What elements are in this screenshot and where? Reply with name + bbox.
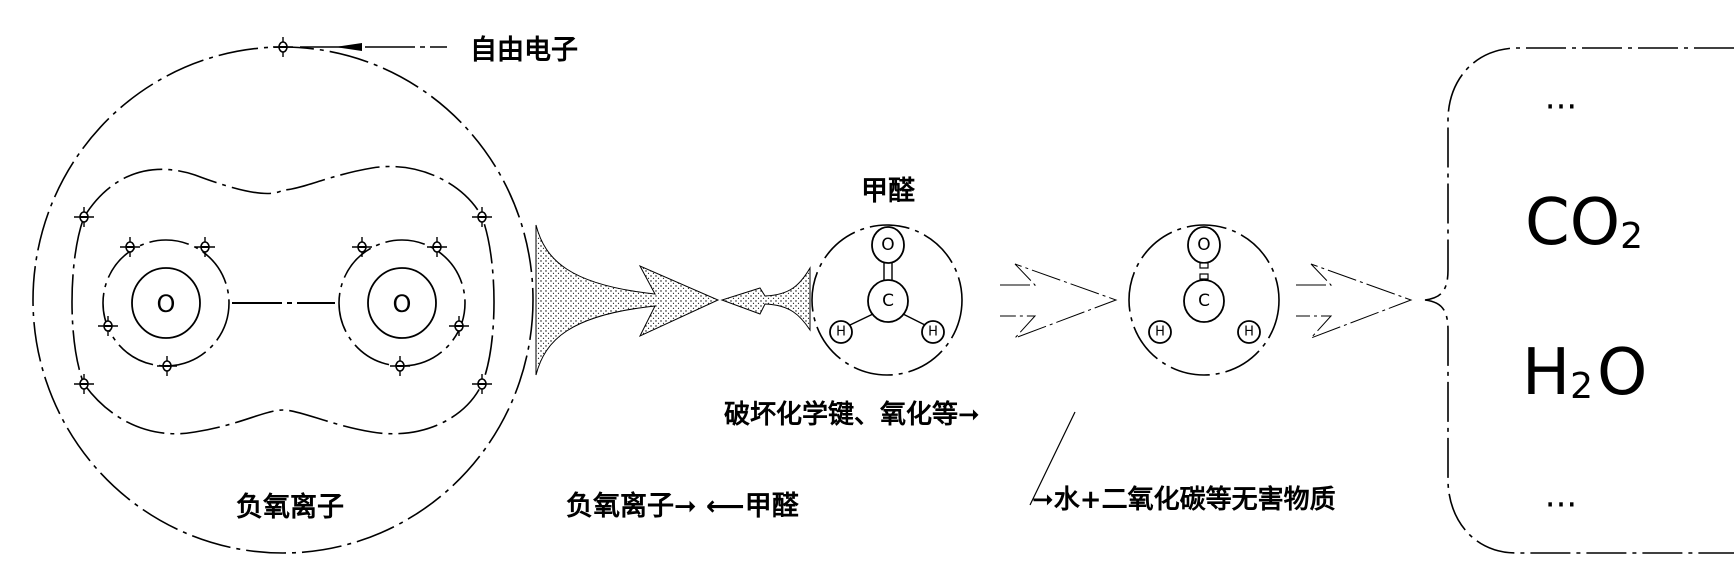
oxygen-atom-left: O xyxy=(102,239,230,367)
carbon-symbol: C xyxy=(1198,291,1210,311)
oxygen-symbol: O xyxy=(881,235,894,255)
broken-formaldehyde-molecule: O C H H xyxy=(1128,224,1280,376)
h2o-subscript: 2 xyxy=(1570,366,1593,407)
formaldehyde-arrow xyxy=(720,266,811,332)
h2o-formula: H2O xyxy=(1522,336,1647,410)
break-bonds-caption: 破坏化学键、氧化等➞ xyxy=(724,399,980,430)
process-arrow-1 xyxy=(1000,263,1118,339)
electron-icon xyxy=(97,315,119,337)
process-arrow-2 xyxy=(1296,263,1413,339)
electron-icon xyxy=(471,373,493,395)
formaldehyde-label: 甲醛 xyxy=(861,176,916,207)
electrons xyxy=(73,36,493,395)
oxygen-atom-right: O xyxy=(338,239,466,367)
outer-orbit xyxy=(32,46,534,554)
co2-formula: CO2 xyxy=(1525,186,1643,260)
products-brace xyxy=(1424,47,1734,554)
free-electron-pointer xyxy=(300,43,447,51)
electron-icon xyxy=(73,373,95,395)
electron-icon xyxy=(351,236,373,258)
negative-oxygen-ion-label: 负氧离子 xyxy=(236,491,344,523)
oxygen-symbol: O xyxy=(157,290,176,318)
hydrogen-symbol: H xyxy=(928,325,938,340)
electron-icon xyxy=(389,355,411,377)
oxygen-symbol: O xyxy=(393,290,412,318)
molecular-orbit xyxy=(71,165,495,435)
h2o-hydrogen: H xyxy=(1522,336,1570,410)
electron-icon xyxy=(119,236,141,258)
carbon-symbol: C xyxy=(882,291,894,311)
ellipsis-top: ··· xyxy=(1545,87,1577,127)
electron-icon xyxy=(448,315,470,337)
electron-icon xyxy=(156,355,178,377)
hydrogen-symbol: H xyxy=(836,325,846,340)
co2-subscript: 2 xyxy=(1620,216,1643,257)
ion-emission-arrow xyxy=(535,224,720,376)
ellipsis-bottom: ··· xyxy=(1545,485,1577,525)
oxygen-symbol: O xyxy=(1197,235,1210,255)
co2-main: CO xyxy=(1525,186,1620,260)
electron-icon xyxy=(194,236,216,258)
electron-icon xyxy=(426,236,448,258)
free-electron-label: 自由电子 xyxy=(470,34,578,66)
reaction-caption: 负氧离子➞ ⟵甲醛 xyxy=(566,490,800,522)
electron-icon xyxy=(471,206,493,228)
h2o-oxygen: O xyxy=(1597,336,1647,410)
attack-arrow xyxy=(535,224,811,376)
hydrogen-symbol: H xyxy=(1155,325,1165,340)
electron-icon xyxy=(73,206,95,228)
negative-oxygen-ion: O O xyxy=(32,36,534,554)
connector-line xyxy=(1029,411,1076,506)
free-electron-icon xyxy=(272,36,294,58)
hydrogen-symbol: H xyxy=(1244,325,1254,340)
formaldehyde-molecule: O C H H xyxy=(811,224,963,376)
products-caption: ➞水+二氧化碳等无害物质 xyxy=(1032,484,1336,515)
